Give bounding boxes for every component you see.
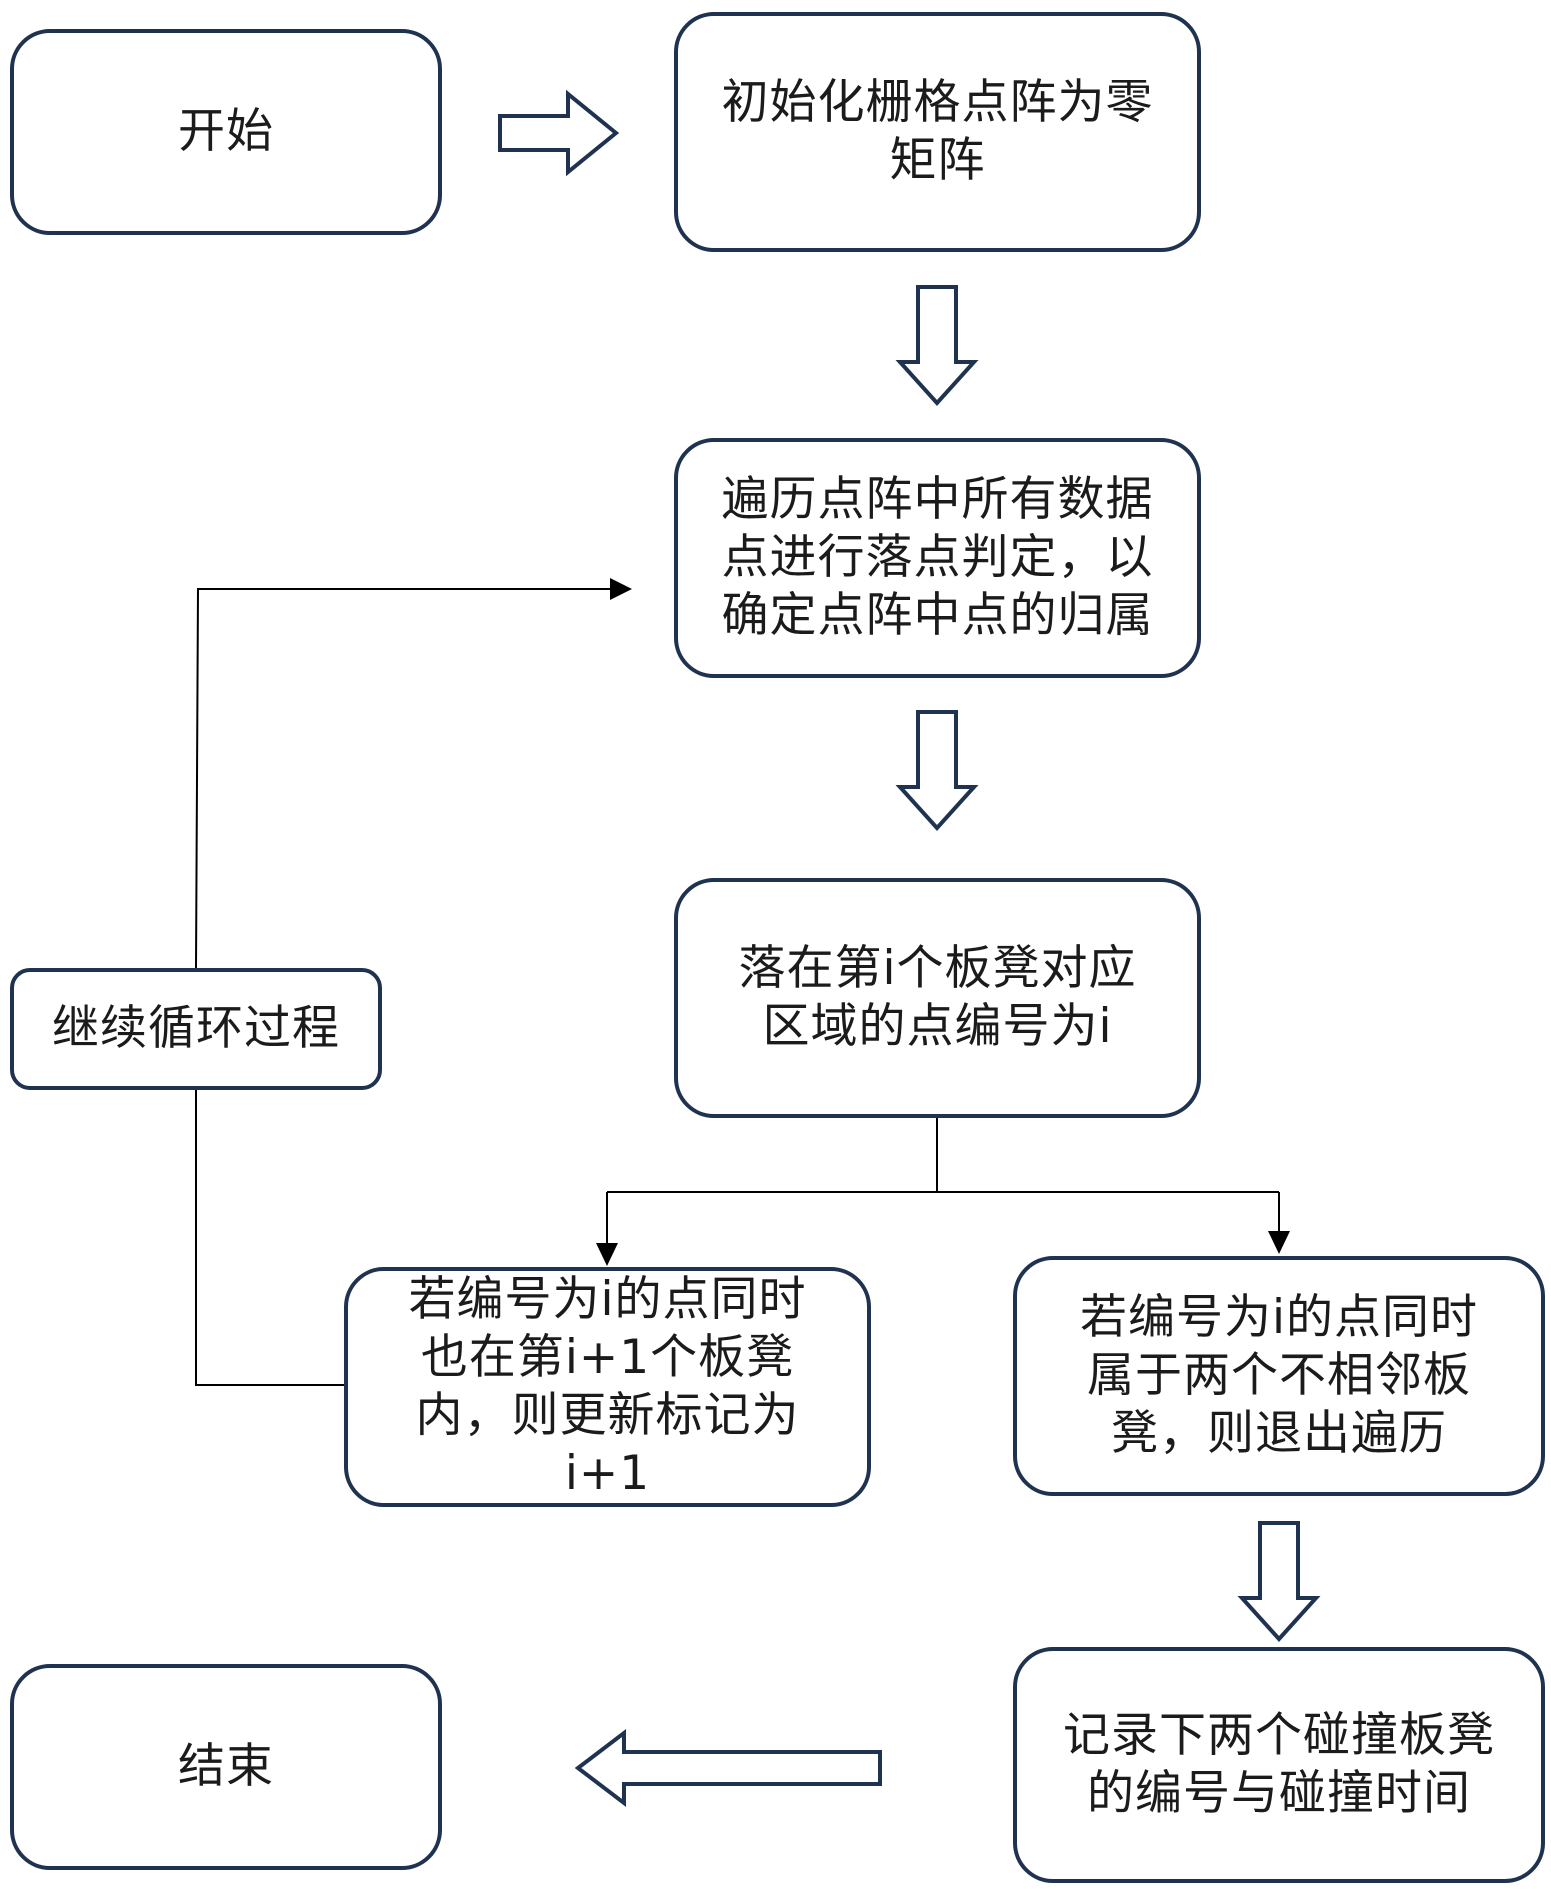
init-label: 初始化栅格点阵为零矩阵 [721,75,1154,188]
arrow-record-to-end [574,1728,882,1808]
connector-continue-to-traverse [195,588,610,969]
arrow-traverse-to-label [895,710,979,831]
traverse-box: 遍历点阵中所有数据点进行落点判定，以确定点阵中点的归属 [674,438,1201,678]
update-label: 若编号为i的点同时也在第i+1个板凳内，则更新标记为i+1 [408,1272,807,1501]
record-box: 记录下两个碰撞板凳的编号与碰撞时间 [1013,1647,1545,1883]
traverse-label: 遍历点阵中所有数据点进行落点判定，以确定点阵中点的归属 [721,472,1154,643]
connector-update-to-continue [195,1090,344,1386]
init-box: 初始化栅格点阵为零矩阵 [674,12,1201,252]
arrowhead-to-update [596,1243,618,1266]
exit-label: 若编号为i的点同时属于两个不相邻板凳，则退出遍历 [1079,1290,1479,1461]
label-rule-label: 落在第i个板凳对应区域的点编号为i [738,941,1137,1054]
record-label: 记录下两个碰撞板凳的编号与碰撞时间 [1063,1708,1495,1821]
arrow-start-to-init [498,89,620,177]
label-box: 落在第i个板凳对应区域的点编号为i [674,878,1201,1118]
continue-label: 继续循环过程 [52,1001,340,1056]
exit-box: 若编号为i的点同时属于两个不相邻板凳，则退出遍历 [1013,1256,1545,1496]
continue-box: 继续循环过程 [10,968,382,1090]
arrow-init-to-traverse [895,285,979,406]
arrowhead-to-traverse [610,578,632,600]
start-box: 开始 [10,29,442,235]
update-box: 若编号为i的点同时也在第i+1个板凳内，则更新标记为i+1 [344,1267,871,1507]
end-box: 结束 [10,1664,442,1870]
end-label: 结束 [178,1739,274,1794]
start-label: 开始 [178,104,274,159]
arrow-exit-to-record [1237,1521,1321,1642]
arrowhead-to-exit [1268,1231,1290,1254]
